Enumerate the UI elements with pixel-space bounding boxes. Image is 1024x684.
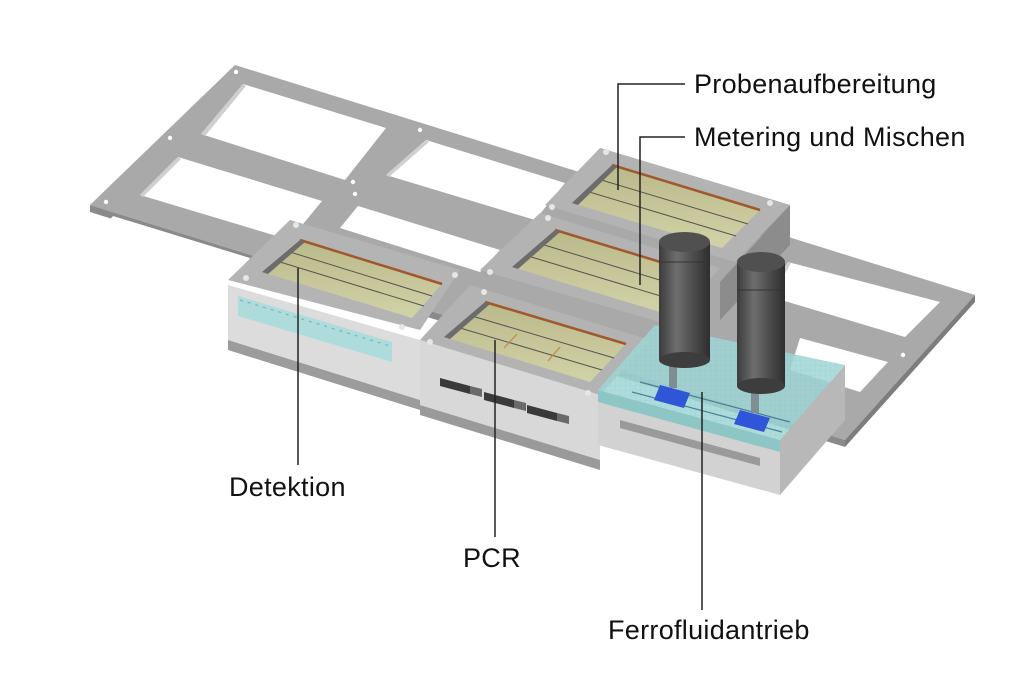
label-ferrofluidantrieb: Ferrofluidantrieb <box>608 615 810 645</box>
module-probenaufbereitung <box>545 148 790 320</box>
label-detektion: Detektion <box>229 472 346 502</box>
magnet-2 <box>734 410 770 432</box>
leader-metering <box>639 136 685 285</box>
magnet-1 <box>654 385 690 408</box>
motor-1 <box>659 232 710 368</box>
module-pcr <box>420 285 650 470</box>
label-pcr: PCR <box>463 543 521 573</box>
module-detektion <box>228 220 460 410</box>
label-probenaufbereitung: Probenaufbereitung <box>694 69 937 99</box>
leader-probenaufbereitung <box>617 83 685 190</box>
label-metering-und-mischen: Metering und Mischen <box>694 122 966 152</box>
motor-2 <box>737 252 785 394</box>
